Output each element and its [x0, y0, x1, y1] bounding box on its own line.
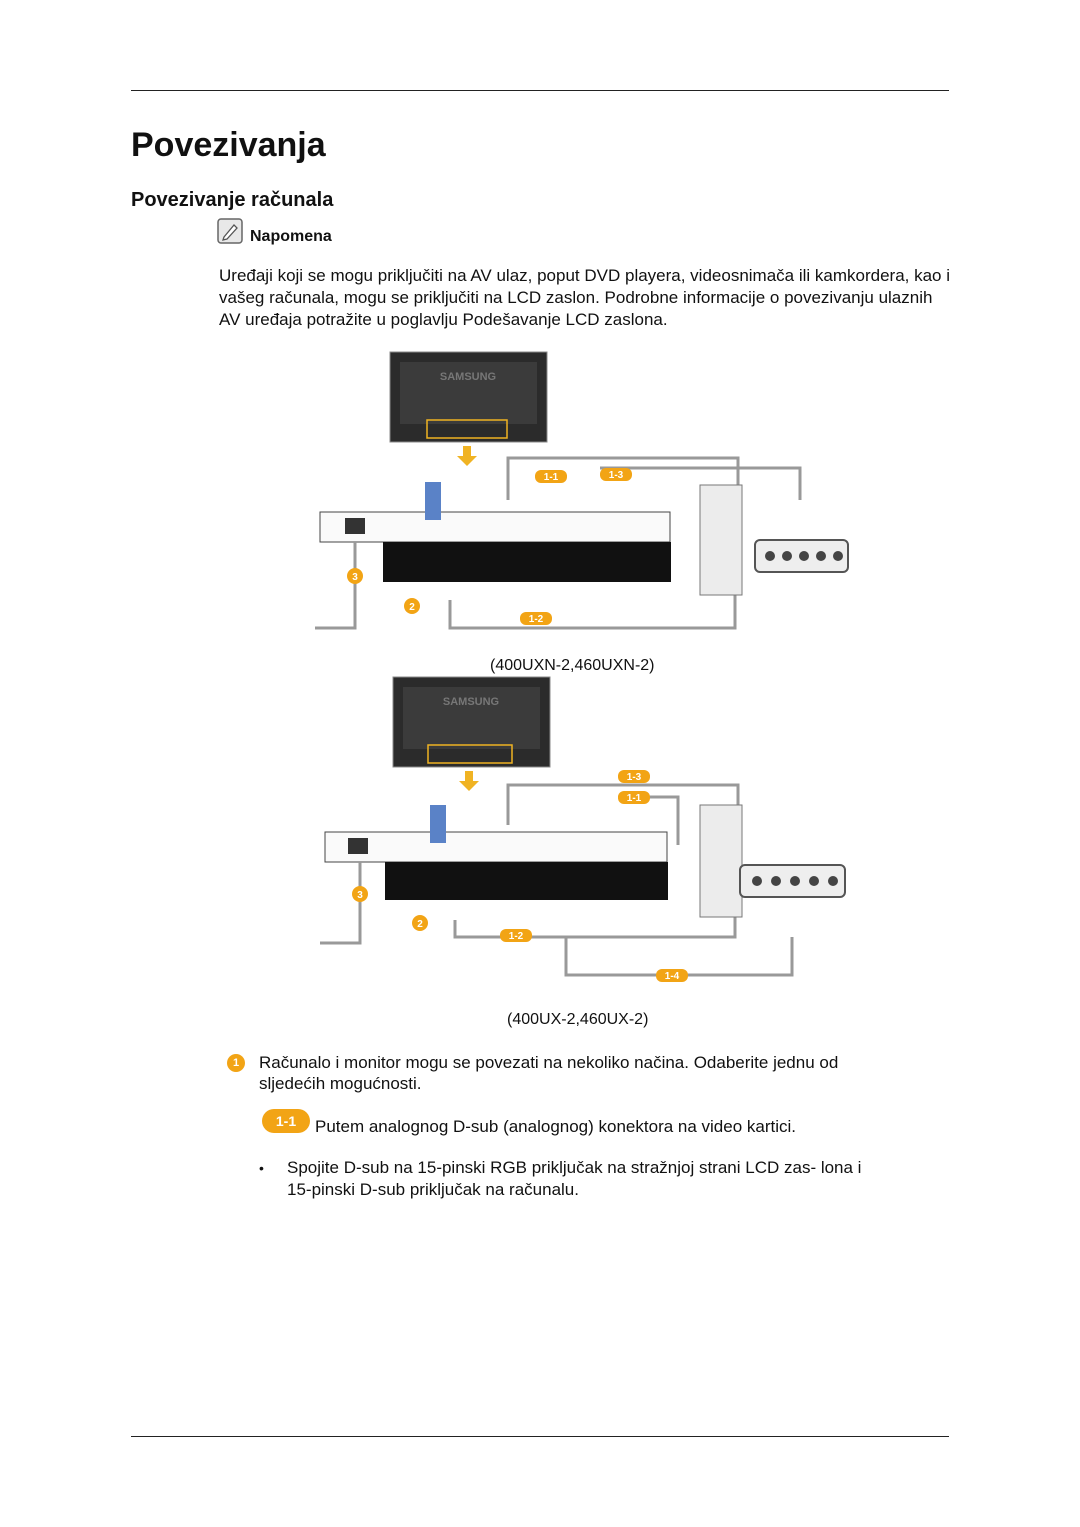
- label-1-1: 1-1: [627, 793, 642, 804]
- pc-tower: [699, 484, 743, 596]
- label-1-3: 1-3: [609, 470, 624, 481]
- label-1-2: 1-2: [529, 614, 544, 625]
- io-panel-lower: [385, 862, 668, 900]
- dsub-connector: [430, 805, 446, 843]
- label-1-2: 1-2: [509, 931, 524, 942]
- step1-text: Računalo i monitor mogu se povezati na n…: [259, 1053, 839, 1093]
- connector-highlight: [427, 744, 513, 764]
- note-icon: [217, 218, 243, 244]
- bottom-rule: [131, 1436, 949, 1437]
- note-text: Uređaji koji se mogu priključiti na AV u…: [219, 266, 951, 329]
- connection-diagram-ux: SAMSUNG 1-3 1-1 1-2 1-4 2 3: [320, 676, 846, 982]
- connector-highlight: [426, 419, 508, 439]
- label-3: 3: [357, 890, 363, 901]
- monitor-brand: SAMSUNG: [440, 371, 496, 383]
- note-label: Napomena: [250, 228, 332, 245]
- io-panel: [319, 511, 671, 543]
- cable-1-3: [600, 466, 802, 500]
- top-rule: [131, 90, 949, 91]
- step-number-icon: 1: [227, 1054, 245, 1072]
- dsub-connector: [425, 482, 441, 520]
- option-badge-icon: 1-1: [262, 1109, 310, 1133]
- cable-1-2: [448, 585, 737, 630]
- cable-3: [320, 862, 362, 945]
- page-title: Povezivanja: [131, 126, 326, 164]
- option-text: Putem analognog D-sub (analognog) konekt…: [315, 1117, 797, 1136]
- figure1-caption: (400UXN-2,460UXN-2): [490, 657, 655, 674]
- io-panel-lower: [383, 542, 671, 582]
- io-panel: [324, 831, 668, 863]
- label-1-3: 1-3: [627, 772, 642, 783]
- figure2-caption: (400UX-2,460UX-2): [507, 1011, 649, 1028]
- label-1-4: 1-4: [665, 971, 680, 982]
- bullet-dot: •: [259, 1160, 264, 1176]
- label-1-1: 1-1: [544, 472, 559, 483]
- cable-1-2: [453, 910, 737, 939]
- down-arrow: [465, 771, 473, 781]
- connection-diagram-uxn: SAMSUNG 1-1 1-3 1-2 2 3: [315, 351, 849, 630]
- section-title: Povezivanje računala: [131, 189, 334, 211]
- pc-tower: [699, 804, 743, 918]
- label-2: 2: [417, 919, 423, 930]
- label-2: 2: [409, 602, 415, 613]
- bullet-text: Spojite D-sub na 15-pinski RGB priključa…: [287, 1158, 862, 1199]
- label-3: 3: [352, 572, 358, 583]
- down-arrow: [463, 446, 471, 456]
- cable-3: [315, 542, 357, 630]
- monitor-brand: SAMSUNG: [443, 696, 499, 708]
